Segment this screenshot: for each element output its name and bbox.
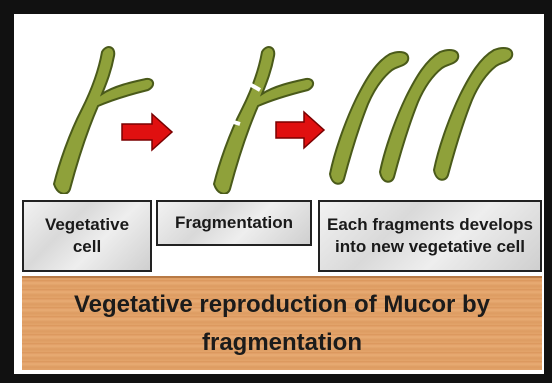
fragmenting-hypha-icon	[214, 47, 313, 194]
fragmentation-illustration	[14, 14, 544, 194]
new-hypha-3-icon	[434, 48, 512, 180]
red-arrow-icon	[276, 112, 324, 148]
vegetative-cell-hypha-icon	[54, 47, 153, 194]
diagram-caption: Vegetative reproduction of Mucor by frag…	[22, 276, 542, 370]
label-fragmentation: Fragmentation	[156, 200, 312, 246]
red-arrow-icon	[122, 114, 172, 150]
label-vegetative-cell: Vegetative cell	[22, 200, 152, 272]
label-new-vegetative-cell: Each fragments develops into new vegetat…	[318, 200, 542, 272]
